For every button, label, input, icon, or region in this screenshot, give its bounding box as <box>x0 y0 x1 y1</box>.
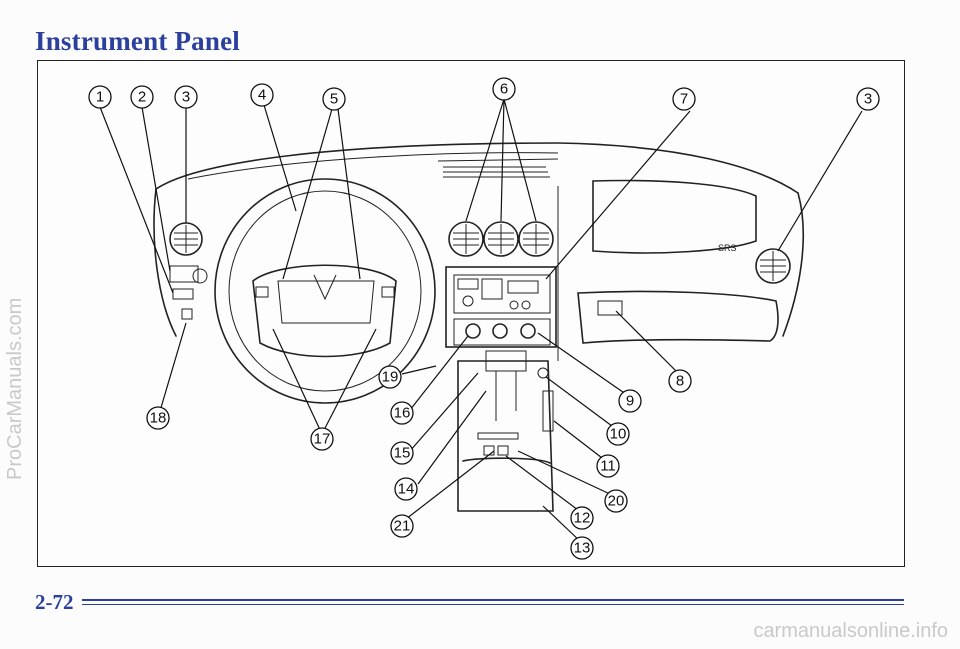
svg-text:11: 11 <box>600 458 616 475</box>
callout-numbers: 1 2 3 4 5 6 7 3 8 9 10 11 20 12 13 21 14… <box>88 77 880 560</box>
left-controls <box>169 265 208 320</box>
svg-text:2: 2 <box>138 89 146 106</box>
svg-text:8: 8 <box>676 373 684 390</box>
bottom-watermark: carmanualsonline.info <box>753 620 948 642</box>
srs-label: SRS <box>718 243 737 253</box>
steering-wheel <box>214 178 436 404</box>
dashboard-outline <box>153 142 805 361</box>
svg-text:20: 20 <box>608 493 625 510</box>
center-stack <box>445 266 557 348</box>
callout-18: 18 <box>146 406 170 430</box>
svg-text:3: 3 <box>182 89 190 106</box>
callout-13: 13 <box>570 536 594 560</box>
callout-12: 12 <box>570 506 594 530</box>
callout-8: 8 <box>668 369 692 393</box>
svg-text:1: 1 <box>96 89 104 106</box>
callout-2: 2 <box>130 85 154 109</box>
page-title: Instrument Panel <box>35 26 240 56</box>
callout-1: 1 <box>88 85 112 109</box>
callout-21: 21 <box>390 514 414 538</box>
svg-text:5: 5 <box>330 91 338 108</box>
svg-text:6: 6 <box>500 81 508 98</box>
callout-17: 17 <box>310 427 334 451</box>
console <box>457 350 554 512</box>
svg-text:12: 12 <box>574 510 591 527</box>
callout-15: 15 <box>390 441 414 465</box>
svg-text:3: 3 <box>864 91 872 108</box>
svg-text:17: 17 <box>314 431 331 448</box>
leader-lines <box>99 98 863 544</box>
footer-rule <box>82 599 904 601</box>
callout-6: 6 <box>492 77 516 101</box>
callout-9: 9 <box>618 389 642 413</box>
callout-20: 20 <box>604 489 628 513</box>
svg-text:13: 13 <box>574 540 591 557</box>
callout-4: 4 <box>250 83 274 107</box>
callout-7: 7 <box>672 87 696 111</box>
callout-16: 16 <box>390 401 414 425</box>
svg-text:16: 16 <box>394 405 411 422</box>
svg-text:7: 7 <box>680 91 688 108</box>
footer-rule-thin <box>82 604 904 605</box>
svg-text:4: 4 <box>258 87 266 104</box>
callout-14: 14 <box>394 477 418 501</box>
air-vents <box>169 221 791 284</box>
svg-text:9: 9 <box>626 393 634 410</box>
callout-19: 19 <box>378 365 402 389</box>
svg-text:21: 21 <box>394 518 411 535</box>
svg-text:18: 18 <box>150 410 167 427</box>
callout-3-left: 3 <box>174 85 198 109</box>
svg-text:15: 15 <box>394 445 411 462</box>
svg-text:14: 14 <box>398 481 415 498</box>
callout-5: 5 <box>322 87 346 111</box>
callout-3-right: 3 <box>856 87 880 111</box>
callout-11: 11 <box>596 454 620 478</box>
page-number: 2-72 <box>35 590 74 614</box>
svg-text:10: 10 <box>610 426 627 443</box>
instrument-panel-figure: SRS <box>37 60 905 567</box>
dashboard-drawing: SRS <box>88 77 880 560</box>
svg-text:19: 19 <box>382 369 399 386</box>
side-watermark: ProCarManuals.com <box>4 297 26 480</box>
callout-10: 10 <box>606 422 630 446</box>
